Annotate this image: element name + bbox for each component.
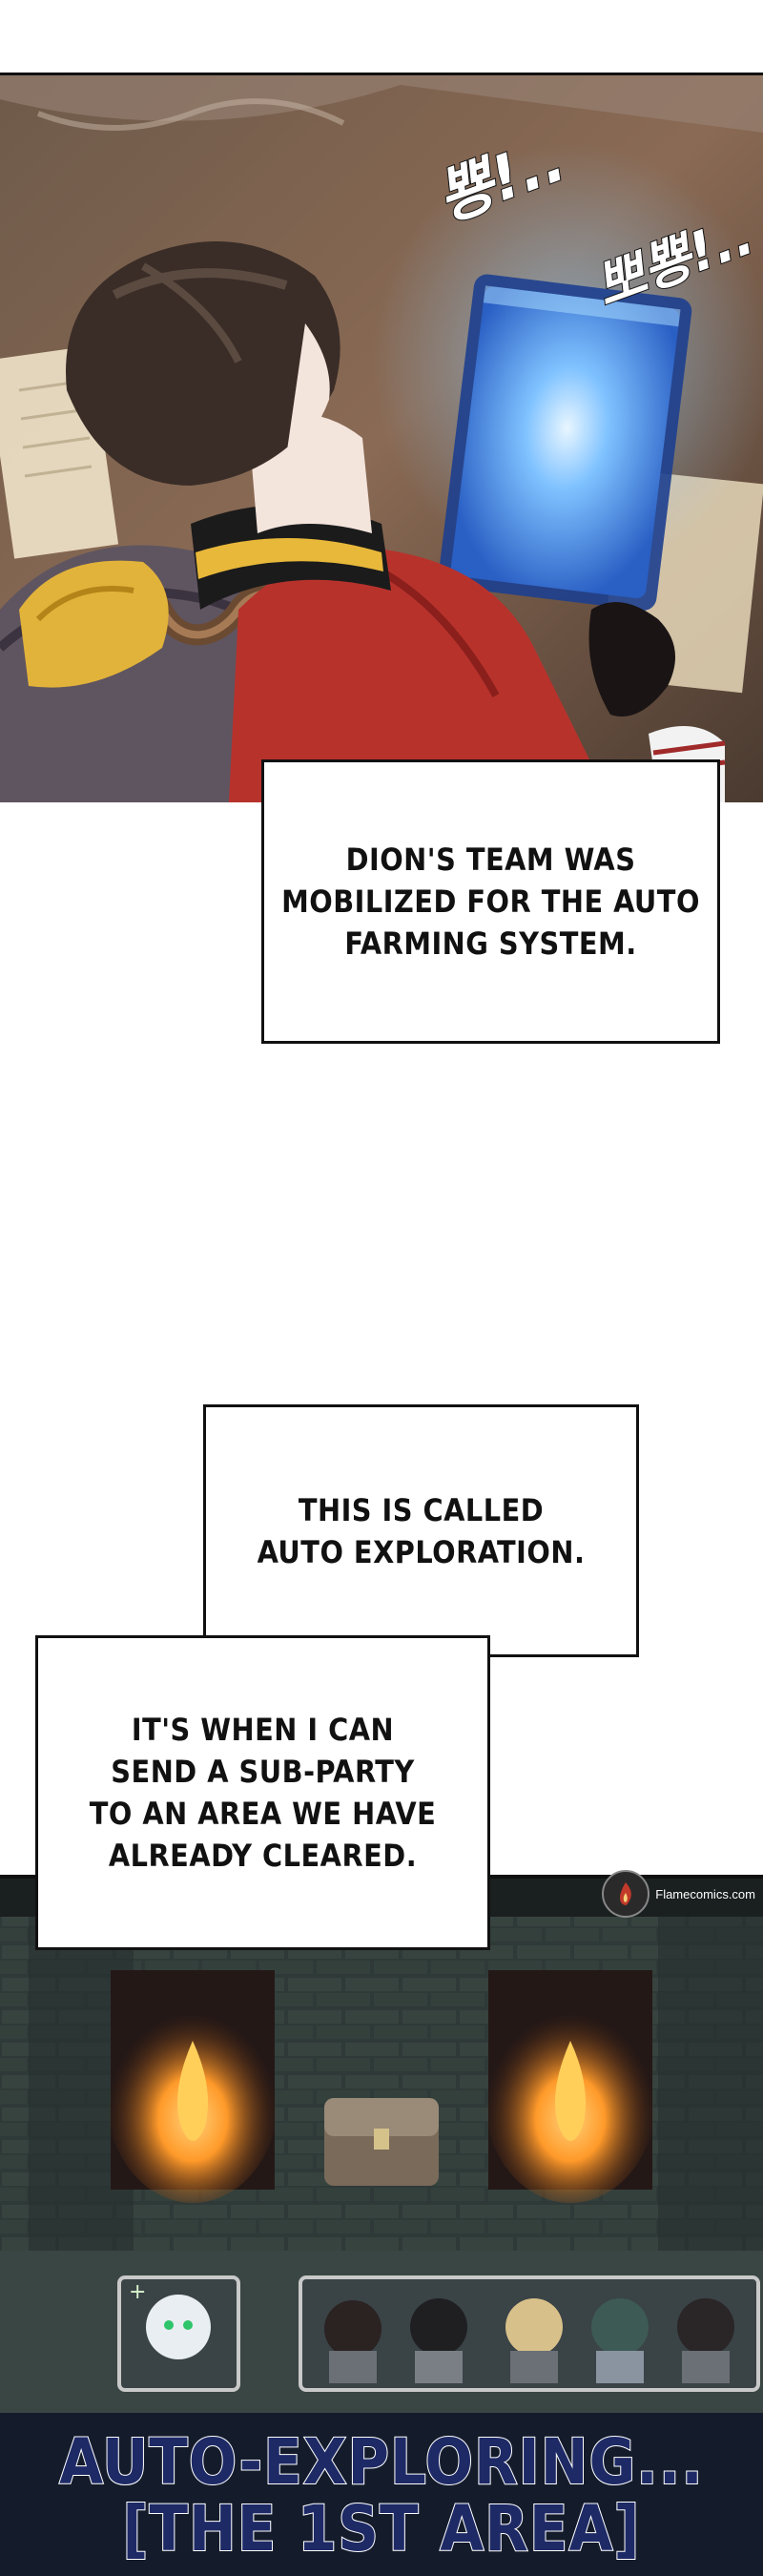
bottom-panel-game-scene: + AUTO-EXPLORING... [THE 1ST AREA] (0, 1875, 763, 2576)
svg-text:+: + (129, 2280, 146, 2304)
narration-box-3: IT'S WHEN I CAN SEND A SUB-PARTY TO AN A… (35, 1635, 490, 1950)
top-panel-illustration: 뿅!.. 뽀뿅!.. (0, 73, 763, 802)
narration-text-1: DION'S TEAM WAS MOBILIZED FOR THE AUTO F… (281, 841, 700, 962)
narration-text-2: THIS IS CALLED AUTO EXPLORATION. (257, 1491, 586, 1570)
site-watermark: Flamecomics.com (602, 1870, 755, 1918)
narration-text-3: IT'S WHEN I CAN SEND A SUB-PARTY TO AN A… (89, 1712, 437, 1874)
caption-line-1: AUTO-EXPLORING... (58, 2425, 704, 2499)
narration-box-2: THIS IS CALLED AUTO EXPLORATION. (203, 1404, 639, 1657)
narration-box-1: DION'S TEAM WAS MOBILIZED FOR THE AUTO F… (261, 759, 720, 1044)
dungeon-scene-art: + (0, 1879, 763, 2576)
flame-logo-icon (602, 1870, 650, 1918)
office-scene-art (0, 75, 763, 802)
caption-line-2: [THE 1ST AREA] (121, 2492, 641, 2566)
watermark-text: Flamecomics.com (655, 1886, 755, 1901)
